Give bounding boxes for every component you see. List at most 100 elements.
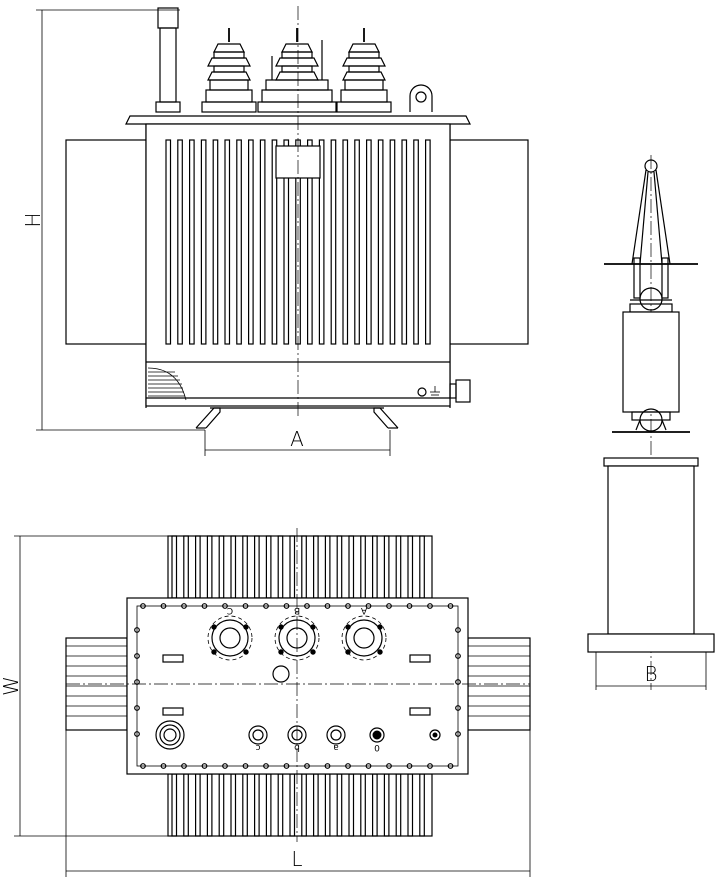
plan-fin-top: [372, 535, 378, 599]
plan-fin-bottom: [301, 773, 307, 837]
bolt-hole: [427, 763, 433, 769]
lv-bushing-c: c: [248, 725, 268, 752]
plan-fin-top: [195, 535, 201, 599]
bolt-hole: [222, 603, 228, 609]
dimension-h: H: [21, 9, 205, 431]
plan-fins: [171, 535, 425, 837]
hv-bushing-a: A: [341, 605, 387, 661]
plan-fin-bottom: [407, 773, 414, 837]
front-fin: [259, 139, 266, 345]
hv-bushing-b: B: [274, 605, 320, 661]
front-fin: [377, 139, 384, 345]
bolt-hole: [201, 763, 208, 769]
bolt-hole: [447, 763, 454, 769]
bolt-hole: [263, 603, 269, 609]
plan-fin-top: [218, 535, 225, 599]
plan-fin-bottom: [336, 773, 343, 837]
dimension-l: L: [65, 730, 531, 877]
front-fin: [224, 139, 231, 345]
plan-fin-bottom: [230, 773, 237, 837]
bolt-hole: [134, 653, 140, 659]
lv-bushing-0: 0: [369, 727, 385, 752]
bolt-hole: [324, 763, 331, 769]
lv-label-b: b: [294, 742, 300, 752]
plan-fin-top: [348, 535, 355, 599]
plan-fin-bottom: [265, 773, 272, 837]
hv-label-b: B: [294, 605, 300, 615]
bolt-hole: [386, 763, 392, 769]
bolt-hole: [140, 603, 146, 609]
plan-fin-top: [383, 535, 390, 599]
bolt-hole: [455, 731, 461, 737]
plan-fin-top: [206, 535, 213, 599]
front-fin: [425, 139, 431, 345]
plan-fin-top: [254, 535, 260, 599]
bolt-hole: [365, 763, 372, 769]
bolt-hole: [222, 763, 228, 769]
bolt-hole: [242, 603, 249, 609]
front-fin: [271, 139, 278, 345]
side-view: B: [587, 155, 715, 690]
lifting-lug: [409, 84, 433, 112]
front-fin: [248, 139, 254, 345]
front-view: H: [21, 6, 529, 456]
dimension-a: A: [204, 427, 391, 456]
hv-label-c: C: [227, 605, 233, 615]
bolt-hole: [427, 603, 433, 609]
bolt-hole: [134, 627, 140, 633]
lv-label-0: 0: [374, 742, 380, 752]
bolt-hole: [201, 603, 208, 609]
bolt-hole: [134, 705, 140, 711]
plan-fin-bottom: [206, 773, 213, 837]
plan-fin-bottom: [395, 773, 402, 837]
slot-plate-4: [409, 707, 431, 716]
plan-fin-bottom: [419, 773, 425, 837]
bolt-hole: [181, 603, 187, 609]
filler-cap: [155, 720, 185, 750]
conservator-pipe: [155, 7, 181, 113]
front-fin: [389, 139, 396, 345]
plan-fin-bottom: [360, 773, 366, 837]
bolt-hole: [455, 705, 461, 711]
dimension-b: B: [595, 652, 707, 690]
front-fin: [401, 139, 408, 345]
plan-fin-top: [277, 535, 284, 599]
bolt-hole: [134, 731, 140, 737]
bolt-hole: [324, 603, 331, 609]
plan-fin-bottom: [195, 773, 201, 837]
slot-plate-3: [162, 707, 184, 716]
plan-fin-bottom: [289, 773, 296, 837]
plan-fin-top: [419, 535, 425, 599]
hv-bushing-left: [201, 28, 257, 113]
plan-fin-top: [301, 535, 307, 599]
front-fin: [318, 139, 325, 345]
front-fin: [236, 139, 242, 345]
bolt-hole: [304, 603, 310, 609]
dimension-b-label: B: [644, 662, 657, 686]
plan-fin-bottom: [218, 773, 225, 837]
lv-label-a: a: [333, 742, 339, 752]
bolt-hole: [406, 763, 413, 769]
slot-plate-2: [409, 654, 431, 663]
nameplate-hatch: [147, 367, 187, 401]
front-fin: [200, 139, 207, 345]
bolt-hole: [455, 653, 461, 659]
front-fin: [413, 139, 419, 345]
side-body: [607, 465, 695, 635]
hv-bushing-middle: [257, 28, 337, 113]
plan-fin-bottom: [348, 773, 355, 837]
drain-valve: [449, 379, 471, 403]
bolt-hole: [345, 763, 351, 769]
lv-bushing-a: a: [326, 725, 346, 752]
front-fin: [307, 139, 313, 345]
plan-fin-bottom: [277, 773, 284, 837]
plan-fin-top: [242, 535, 248, 599]
lv-bushing-b: b: [287, 725, 307, 752]
plan-fin-top: [395, 535, 402, 599]
plan-fin-bottom: [254, 773, 260, 837]
dimension-w-label: W: [0, 676, 23, 696]
plan-fin-top: [336, 535, 343, 599]
front-fins: [165, 139, 431, 345]
bolt-hole: [263, 763, 269, 769]
